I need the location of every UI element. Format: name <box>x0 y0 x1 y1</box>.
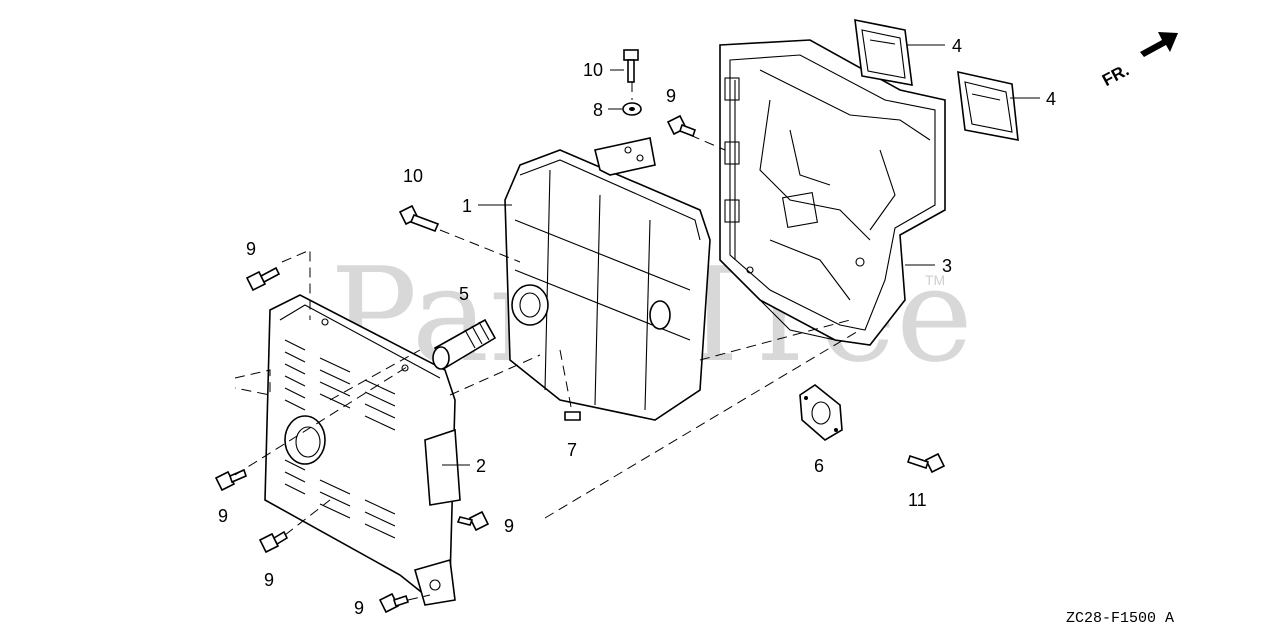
callout-labels: 1 2 3 4 4 5 6 7 8 9 9 9 9 9 9 10 10 11 <box>218 36 1056 618</box>
callout-9-bottom-left: 9 <box>264 570 274 590</box>
callout-10-left: 10 <box>403 166 423 186</box>
callout-6: 6 <box>814 456 824 476</box>
part-9-bolt-f[interactable] <box>456 510 490 532</box>
fr-arrow-icon <box>1140 32 1178 57</box>
callout-9-right: 9 <box>504 516 514 536</box>
watermark-tm: TM <box>925 272 945 288</box>
fr-label: FR. <box>1099 60 1132 90</box>
part-6-gasket[interactable] <box>799 384 843 441</box>
callout-7: 7 <box>567 440 577 460</box>
callout-9-bottom: 9 <box>354 598 364 618</box>
part-9-bolt-e[interactable] <box>378 592 410 614</box>
front-direction-indicator: FR. <box>1099 32 1178 90</box>
cover-vent-slots <box>284 339 396 539</box>
callout-4-upper: 4 <box>952 36 962 56</box>
callout-1: 1 <box>462 196 472 216</box>
part-1-muffler[interactable] <box>504 137 711 421</box>
part-10-bolt-top[interactable] <box>623 49 639 83</box>
callout-4-lower: 4 <box>1046 89 1056 109</box>
part-9-bolt-b[interactable] <box>245 266 281 292</box>
callout-9-left: 9 <box>218 506 228 526</box>
diagram-code: ZC28-F1500 A <box>1066 610 1174 627</box>
part-4-cover-upper[interactable] <box>854 18 913 86</box>
callout-11: 11 <box>908 490 927 510</box>
part-11-bolt[interactable] <box>906 452 946 474</box>
assembly-guide-lines <box>234 82 861 601</box>
part-10-bolt-left[interactable] <box>398 204 440 233</box>
part-9-bolt-a[interactable] <box>666 114 697 138</box>
part-5-exhaust-pipe[interactable] <box>432 318 497 370</box>
part-3-muffler-protector[interactable] <box>719 39 946 346</box>
part-9-bolt-c[interactable] <box>214 468 247 492</box>
part-7-stud[interactable] <box>564 411 581 421</box>
part-2-muffler-cover[interactable] <box>264 294 461 606</box>
callout-9-upper-left: 9 <box>246 239 256 259</box>
part-4-cover-lower[interactable] <box>957 70 1019 141</box>
callout-3: 3 <box>942 256 952 276</box>
callout-leaders <box>442 44 1040 466</box>
part-9-bolt-d[interactable] <box>258 530 289 554</box>
callout-10-top: 10 <box>583 60 603 80</box>
callout-9-top: 9 <box>666 86 676 106</box>
callout-2: 2 <box>476 456 486 476</box>
part-8-washer[interactable] <box>622 102 642 116</box>
callout-8: 8 <box>593 100 603 120</box>
callout-5: 5 <box>459 284 469 304</box>
